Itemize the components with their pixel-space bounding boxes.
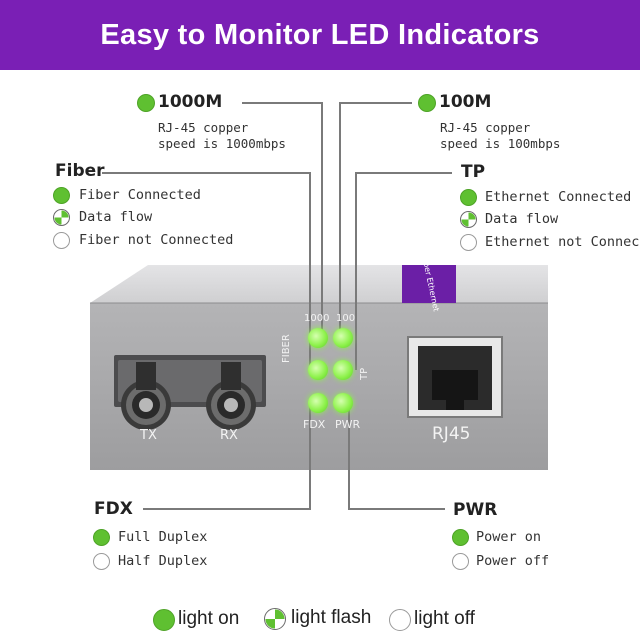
label-fiber: Fiber bbox=[55, 161, 105, 181]
label-tp: TP bbox=[461, 162, 486, 182]
light-flash-icon bbox=[53, 209, 70, 226]
legend-off-icon bbox=[389, 609, 411, 631]
fdx-item-full: Full Duplex bbox=[118, 529, 208, 545]
tp-item-connected: Ethernet Connected bbox=[485, 189, 632, 205]
desc-1000m-line2: speed is 1000mbps bbox=[158, 136, 286, 151]
led-label-100: 100 bbox=[336, 313, 356, 324]
desc-100m-line1: RJ-45 copper bbox=[440, 120, 531, 135]
pwr-item-off: Power off bbox=[476, 553, 550, 569]
light-on-icon bbox=[93, 529, 110, 546]
tp-item-dataflow: Data flow bbox=[485, 211, 559, 227]
led-label-fiber: FIBER bbox=[281, 334, 292, 363]
led-label-fdx: FDX bbox=[303, 418, 326, 431]
led-label-1000: 1000 bbox=[304, 313, 330, 324]
legend-light-off: light off bbox=[414, 608, 475, 629]
st-connector-tx bbox=[121, 362, 171, 430]
title-banner bbox=[0, 0, 640, 70]
led-1000 bbox=[308, 328, 328, 348]
label-1000m: 1000M bbox=[158, 92, 223, 112]
label-pwr: PWR bbox=[453, 500, 498, 520]
led-fdx bbox=[308, 393, 328, 413]
tp-item-not-connected: Ethernet not Connected bbox=[485, 234, 640, 250]
st-connector-rx bbox=[206, 362, 256, 430]
legend-light-flash: light flash bbox=[291, 607, 372, 628]
fiber-item-connected: Fiber Connected bbox=[79, 187, 201, 203]
light-off-icon bbox=[460, 234, 477, 251]
led-fiber bbox=[308, 360, 328, 380]
port-label-rx: RX bbox=[220, 428, 238, 443]
indicator-on-icon bbox=[137, 94, 155, 112]
light-flash-icon bbox=[460, 211, 477, 228]
led-100 bbox=[333, 328, 353, 348]
led-label-tp: TP bbox=[359, 367, 370, 380]
indicator-on-icon bbox=[418, 94, 436, 112]
legend-light-on: light on bbox=[178, 608, 240, 629]
pwr-item-on: Power on bbox=[476, 529, 542, 545]
label-100m: 100M bbox=[439, 92, 492, 112]
desc-1000m-line1: RJ-45 copper bbox=[158, 120, 249, 135]
label-fdx: FDX bbox=[94, 499, 133, 519]
led-tp bbox=[333, 360, 353, 380]
light-off-icon bbox=[93, 553, 110, 570]
fiber-item-dataflow: Data flow bbox=[79, 209, 153, 225]
rj45-port bbox=[407, 336, 503, 418]
page-title: Easy to Monitor LED Indicators bbox=[100, 19, 540, 51]
light-off-icon bbox=[452, 553, 469, 570]
port-label-rj45: RJ45 bbox=[432, 424, 471, 444]
legend-on-icon bbox=[153, 609, 175, 631]
fiber-item-not-connected: Fiber not Connected bbox=[79, 232, 234, 248]
light-off-icon bbox=[53, 232, 70, 249]
led-label-pwr: PWR bbox=[335, 418, 361, 431]
light-on-icon bbox=[452, 529, 469, 546]
desc-100m-line2: speed is 100mbps bbox=[440, 136, 561, 151]
legend-flash-icon bbox=[264, 608, 286, 630]
fdx-item-half: Half Duplex bbox=[118, 553, 208, 569]
light-on-icon bbox=[53, 187, 70, 204]
led-pwr bbox=[333, 393, 353, 413]
port-label-tx: TX bbox=[140, 428, 157, 443]
light-on-icon bbox=[460, 189, 477, 206]
